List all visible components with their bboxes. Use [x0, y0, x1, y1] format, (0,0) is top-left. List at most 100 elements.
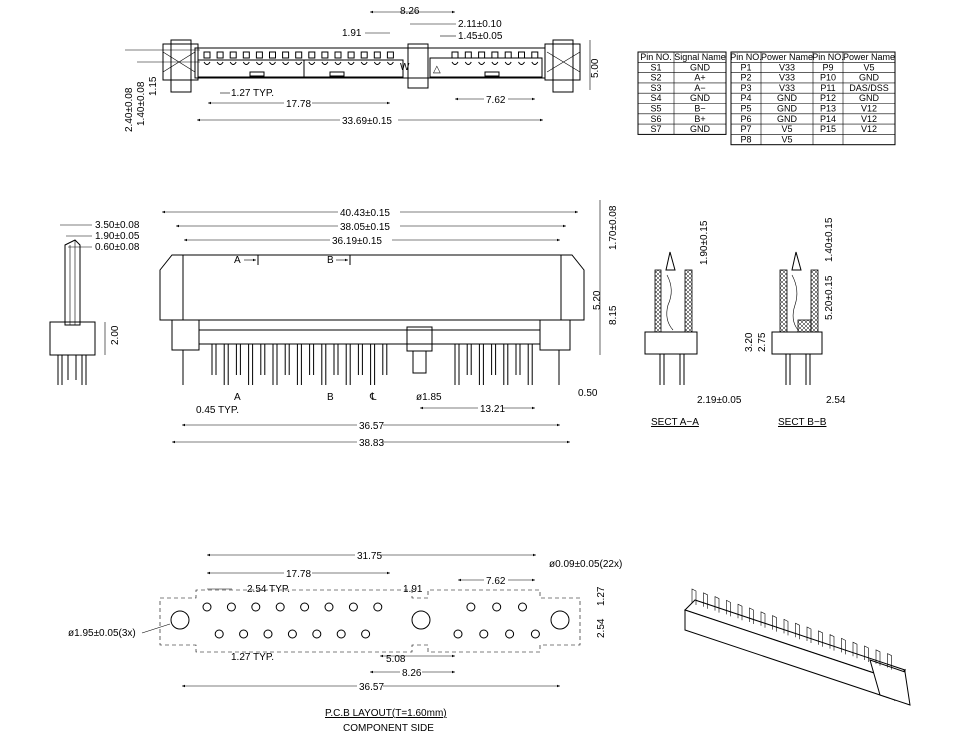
signal-slot — [197, 59, 404, 78]
table-cell: A− — [694, 83, 705, 93]
pin-contact — [531, 51, 539, 59]
pcb-dim-1-27: 1.27 TYP. — [231, 652, 274, 663]
dim-38-83: 38.83 — [359, 438, 384, 449]
pcb-hole — [336, 629, 346, 639]
table-cell: P7 — [740, 124, 751, 134]
table-cell: S2 — [650, 73, 661, 83]
table-cell: V33 — [779, 73, 795, 83]
table-cell: P5 — [740, 104, 751, 114]
pin-lead — [864, 645, 869, 662]
dim-36-19: 36.19±0.15 — [332, 236, 382, 247]
pin-lead — [515, 344, 521, 375]
pin-contact — [216, 51, 224, 59]
pin-lead — [772, 615, 777, 632]
dim-1-90: 1.90±0.05 — [95, 231, 140, 242]
dim-hole-dia: ø0.09±0.05(22x) — [549, 559, 622, 570]
table-cell: V12 — [861, 104, 877, 114]
dim-b-2-54: 2.54 — [826, 395, 846, 406]
pcb-subtitle: COMPONENT SIDE — [343, 723, 434, 734]
pcb-dim-7-62: 7.62 — [486, 576, 506, 587]
table-header: Pin NO. — [812, 52, 844, 62]
peg-hole-left — [170, 610, 190, 630]
table-cell: P14 — [820, 114, 836, 124]
pcb-hole — [348, 602, 358, 612]
dim-0-50: 0.50 — [578, 388, 598, 399]
table-cell: P4 — [740, 93, 751, 103]
pin-lead — [370, 344, 376, 385]
dim-1-45: 1.45±0.05 — [458, 31, 503, 42]
pin-contact — [504, 51, 512, 59]
power-slot — [429, 57, 543, 78]
pin-contact — [282, 51, 290, 59]
pin-lead — [818, 630, 823, 647]
pcb-hole — [373, 602, 383, 612]
table-header: Power Name — [761, 52, 813, 62]
pin-lead — [783, 618, 789, 636]
pin-contact — [269, 51, 276, 59]
top-view: W △ 8.26 1.91 2.11±0.10 1.45±0.05 1.27 T… — [124, 6, 601, 132]
section-a-mark: A — [234, 255, 241, 266]
pin-lead — [749, 607, 754, 624]
pin-contact — [478, 51, 486, 59]
pin-contact — [347, 51, 355, 59]
pin-contact — [334, 51, 342, 59]
table-cell: P6 — [740, 114, 751, 124]
pin-lead — [691, 588, 697, 605]
table-cell: V33 — [779, 83, 795, 93]
table-cell: GND — [777, 114, 798, 124]
dim-5-00: 5.00 — [590, 58, 601, 78]
dim-1-15: 1.15 — [148, 76, 159, 96]
section-b-mark: B — [327, 255, 334, 266]
pcb-hole — [239, 629, 249, 639]
pin-contact — [518, 51, 525, 59]
dim-1-27: 1.27 TYP. — [231, 88, 274, 99]
table-cell: P15 — [820, 124, 836, 134]
table-header: Pin NO. — [730, 52, 762, 62]
table-cell: S1 — [650, 62, 661, 72]
pcb-hole — [214, 629, 224, 639]
pin-lead — [466, 344, 472, 375]
table-cell: V5 — [863, 62, 874, 72]
pin-lead — [829, 634, 835, 651]
table-header: Power Name — [843, 52, 895, 62]
dim-1-70: 1.70±0.08 — [608, 205, 619, 250]
table-cell: GND — [690, 93, 711, 103]
table-cell: S4 — [650, 93, 661, 103]
pin-lead — [875, 649, 881, 666]
table-cell: V12 — [861, 114, 877, 124]
peg-hole-right — [550, 610, 570, 630]
pin-contact — [229, 51, 237, 59]
w-mark: W — [400, 62, 410, 73]
pin-lead — [296, 344, 302, 385]
pin-lead — [284, 344, 290, 375]
dim-peg-dia: ø1.95±0.05(3x) — [68, 628, 136, 639]
table-cell: P11 — [820, 83, 835, 93]
dim-b-2-75: 2.75 — [757, 332, 768, 352]
pcb-dim-1-91: 1.91 — [403, 584, 423, 595]
section-b-b: 1.40±0.15 5.20±0.15 3.20 2.75 2.54 SECT … — [744, 217, 846, 428]
pin-lead — [248, 344, 254, 385]
dim-2-00: 2.00 — [110, 325, 121, 345]
table-cell: P3 — [740, 83, 751, 93]
pin-lead — [491, 344, 497, 375]
dim-2-11: 2.11±0.10 — [458, 19, 502, 30]
pin-lead — [382, 344, 388, 375]
pin-lead — [272, 344, 278, 385]
dim-1-40: 1.40±0.08 — [136, 81, 147, 126]
pin-contact — [242, 51, 250, 59]
dim-13-21: 13.21 — [480, 404, 505, 415]
dim-b-5-20: 5.20±0.15 — [824, 275, 835, 320]
dim-31-75: 31.75 — [357, 551, 382, 562]
dim-a-2-19: 2.19±0.05 — [697, 395, 742, 406]
pin-lead — [211, 344, 217, 375]
pin-contact — [295, 51, 303, 59]
table-cell: GND — [777, 104, 798, 114]
dim-17-78: 17.78 — [286, 99, 311, 110]
pcb-hole — [324, 602, 334, 612]
pcb-hole — [300, 602, 310, 612]
pcb-dim-r-2-54: 2.54 — [596, 618, 607, 638]
table-cell: P1 — [740, 62, 751, 72]
pin-lead — [478, 344, 484, 385]
